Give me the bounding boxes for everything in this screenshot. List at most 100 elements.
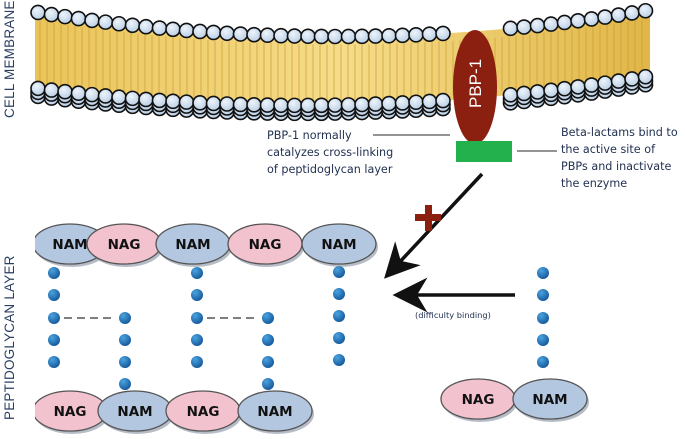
phospholipid-head — [138, 18, 154, 35]
phospholipid-head — [124, 17, 141, 34]
phospholipid-head — [124, 90, 141, 107]
sugar-label: NAM — [257, 404, 292, 420]
phospholipid-head — [30, 4, 46, 21]
phospholipid-head — [313, 28, 330, 45]
nam-sugar: NAM — [32, 223, 109, 267]
phospholipid-head — [246, 97, 262, 113]
phospholipid-head — [286, 97, 303, 114]
pbp-role-line-2: catalyzes cross-linking — [267, 146, 393, 159]
pbp-role-annotation: PBP-1 normally catalyzes cross-linking o… — [267, 129, 393, 176]
phospholipid-head — [637, 2, 654, 19]
amino-acid-dot — [537, 312, 549, 324]
nag-sugar: NAG — [32, 390, 109, 434]
pbp-1-protein: PBP-1 — [453, 30, 512, 162]
sugar-label: NAM — [321, 237, 356, 253]
phospholipid-head — [624, 5, 640, 21]
amino-acid-dot — [537, 334, 549, 346]
phospholipid-head — [151, 92, 168, 109]
amino-acid-dot — [191, 267, 203, 279]
phospholipid-head — [138, 91, 154, 108]
phospholipid-head — [97, 14, 114, 30]
phospholipid-head — [273, 97, 289, 114]
nam-sugar: NAM — [512, 378, 589, 422]
amino-acid-dot — [333, 288, 345, 300]
phospholipid-head — [84, 86, 100, 103]
amino-acid-dot — [119, 334, 131, 346]
nam-sugar: NAM — [155, 223, 232, 267]
amino-acid-dot — [191, 312, 203, 324]
phospholipid-head — [327, 97, 343, 113]
sugar-label: NAG — [54, 404, 87, 420]
phospholipid-head — [340, 28, 357, 45]
beta-lactam-line-2: the active site of — [561, 143, 656, 156]
phospholipid-head — [610, 7, 627, 23]
phospholipid-head — [408, 94, 424, 111]
phospholipid-head — [516, 85, 532, 102]
phospholipid-head — [165, 21, 181, 38]
peptidoglycan-layer-label: PEPTIDOGLYCAN LAYER — [2, 255, 17, 420]
nag-sugar: NAG — [165, 390, 242, 434]
phospholipid-head — [543, 82, 559, 99]
pbp-role-line-1: PBP-1 normally — [267, 129, 352, 142]
phospholipid-head — [367, 28, 384, 44]
phospholipid-head — [435, 92, 451, 109]
sugar-label: NAM — [532, 392, 567, 408]
amino-acid-dot — [262, 378, 274, 390]
amino-acid-dot — [537, 356, 549, 368]
phospholipid-head — [259, 27, 276, 44]
amino-acid-dot — [119, 378, 131, 390]
amino-acid-dot — [333, 332, 345, 344]
phospholipid-head — [637, 68, 654, 85]
nam-sugar: NAM — [237, 390, 314, 434]
cell-membrane-bilayer — [30, 2, 654, 122]
phospholipid-head — [97, 88, 114, 104]
amino-acid-dot — [537, 289, 549, 301]
phospholipid-head — [192, 23, 208, 40]
sugar-label: NAG — [187, 404, 220, 420]
sugar-label: NAG — [249, 237, 282, 253]
phospholipid-head — [192, 95, 208, 111]
amino-acid-dot — [333, 310, 345, 322]
amino-acid-dot — [48, 267, 60, 279]
phospholipid-head — [421, 93, 438, 110]
phospholipid-head — [219, 96, 235, 112]
phospholipid-head — [219, 25, 235, 42]
phospholipid-head — [70, 10, 87, 27]
phospholipid-head — [624, 71, 640, 87]
phospholipid-head — [30, 80, 46, 97]
phospholipid-head — [273, 27, 289, 44]
phospholipid-head — [597, 75, 613, 91]
pbp-role-line-3: of peptidoglycan layer — [267, 163, 393, 176]
phospholipid-head — [165, 93, 181, 110]
sugar-label: NAG — [108, 237, 141, 253]
phospholipid-head — [435, 25, 451, 42]
amino-acid-dot — [119, 356, 131, 368]
phospholipid-head — [43, 6, 60, 23]
phospholipid-head — [178, 94, 195, 110]
phospholipid-head — [232, 26, 249, 42]
phospholipid-head — [394, 27, 411, 44]
phospholipid-head — [43, 82, 60, 98]
phospholipid-head — [327, 28, 343, 45]
amino-acid-dot — [191, 356, 203, 368]
phospholipid-head — [610, 73, 627, 89]
active-site-block — [456, 141, 512, 162]
phospholipid-head — [57, 83, 73, 100]
amino-acid-dot — [262, 356, 274, 368]
amino-acid-dot — [262, 312, 274, 324]
difficulty-binding-label: (difficulty binding) — [415, 310, 491, 320]
phospholipid-head — [246, 26, 262, 43]
phospholipid-head — [354, 96, 370, 113]
phospholipid-head — [394, 95, 411, 111]
pbp-1-label: PBP-1 — [466, 59, 485, 108]
phospholipid-head — [84, 12, 100, 29]
phospholipid-head — [583, 77, 600, 93]
phospholipid-head — [232, 96, 249, 113]
amino-acid-dot — [333, 354, 345, 366]
phospholipid-head — [57, 8, 73, 25]
phospholipid-head — [354, 28, 370, 45]
phospholipid-head — [502, 87, 519, 103]
phospholipid-head — [205, 24, 222, 41]
